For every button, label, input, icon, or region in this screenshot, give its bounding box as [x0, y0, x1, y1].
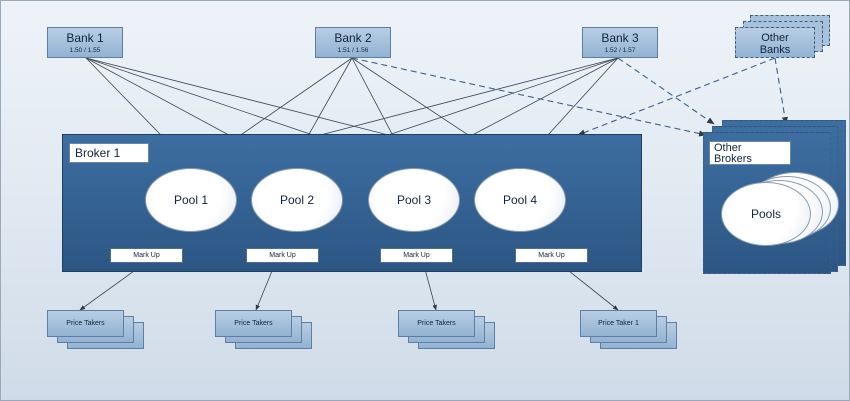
- markup-1[interactable]: Mark Up: [110, 248, 183, 263]
- bank-3-label: Bank 3: [601, 31, 639, 45]
- pool-4[interactable]: Pool 4: [474, 168, 566, 232]
- other-brokers-label-line1: Other: [714, 142, 742, 154]
- other-banks-label-line1: Other: [761, 32, 789, 44]
- bank-1[interactable]: Bank 1 1.50 / 1.55: [47, 27, 123, 58]
- edge-otherbanks-otherbrokers: [774, 57, 788, 125]
- pool-3[interactable]: Pool 3: [368, 168, 460, 232]
- bank-2-label: Bank 2: [334, 31, 372, 45]
- bank-1-quote: 1.50 / 1.55: [69, 47, 101, 54]
- pool-4-label: Pool 4: [502, 193, 538, 207]
- bank-2-quote: 1.51 / 1.56: [337, 47, 369, 54]
- bank-3-quote: 1.52 / 1.57: [604, 47, 636, 54]
- price-takers-2[interactable]: Price Takers: [215, 310, 292, 337]
- other-pools[interactable]: Pools: [721, 182, 811, 246]
- price-takers-4[interactable]: Price Taker 1: [580, 310, 657, 337]
- bank-2[interactable]: Bank 2 1.51 / 1.56: [315, 27, 391, 58]
- pool-3-label: Pool 3: [396, 193, 432, 207]
- pool-2[interactable]: Pool 2: [251, 168, 343, 232]
- bank-1-label: Bank 1: [66, 31, 104, 45]
- pool-1[interactable]: Pool 1: [145, 168, 237, 232]
- price-takers-1[interactable]: Price Takers: [47, 310, 124, 337]
- price-takers-3[interactable]: Price Takers: [398, 310, 475, 337]
- edge-otherbanks-broker: [577, 57, 776, 136]
- other-banks[interactable]: Other Banks: [735, 27, 815, 58]
- other-pools-label: Pools: [750, 207, 782, 221]
- markup-3[interactable]: Mark Up: [380, 248, 453, 263]
- edge-bank2-otherbrokers: [351, 57, 707, 137]
- markup-2[interactable]: Mark Up: [246, 248, 319, 263]
- other-brokers-label-line2: Brokers: [714, 153, 752, 165]
- pool-1-label: Pool 1: [173, 193, 209, 207]
- bank-3[interactable]: Bank 3 1.52 / 1.57: [582, 27, 658, 58]
- other-banks-label-line2: Banks: [759, 44, 791, 56]
- broker-1-label: Broker 1: [69, 143, 149, 163]
- pool-2-label: Pool 2: [279, 193, 315, 207]
- other-brokers-label: Other Brokers: [709, 141, 791, 165]
- markup-4[interactable]: Mark Up: [515, 248, 588, 263]
